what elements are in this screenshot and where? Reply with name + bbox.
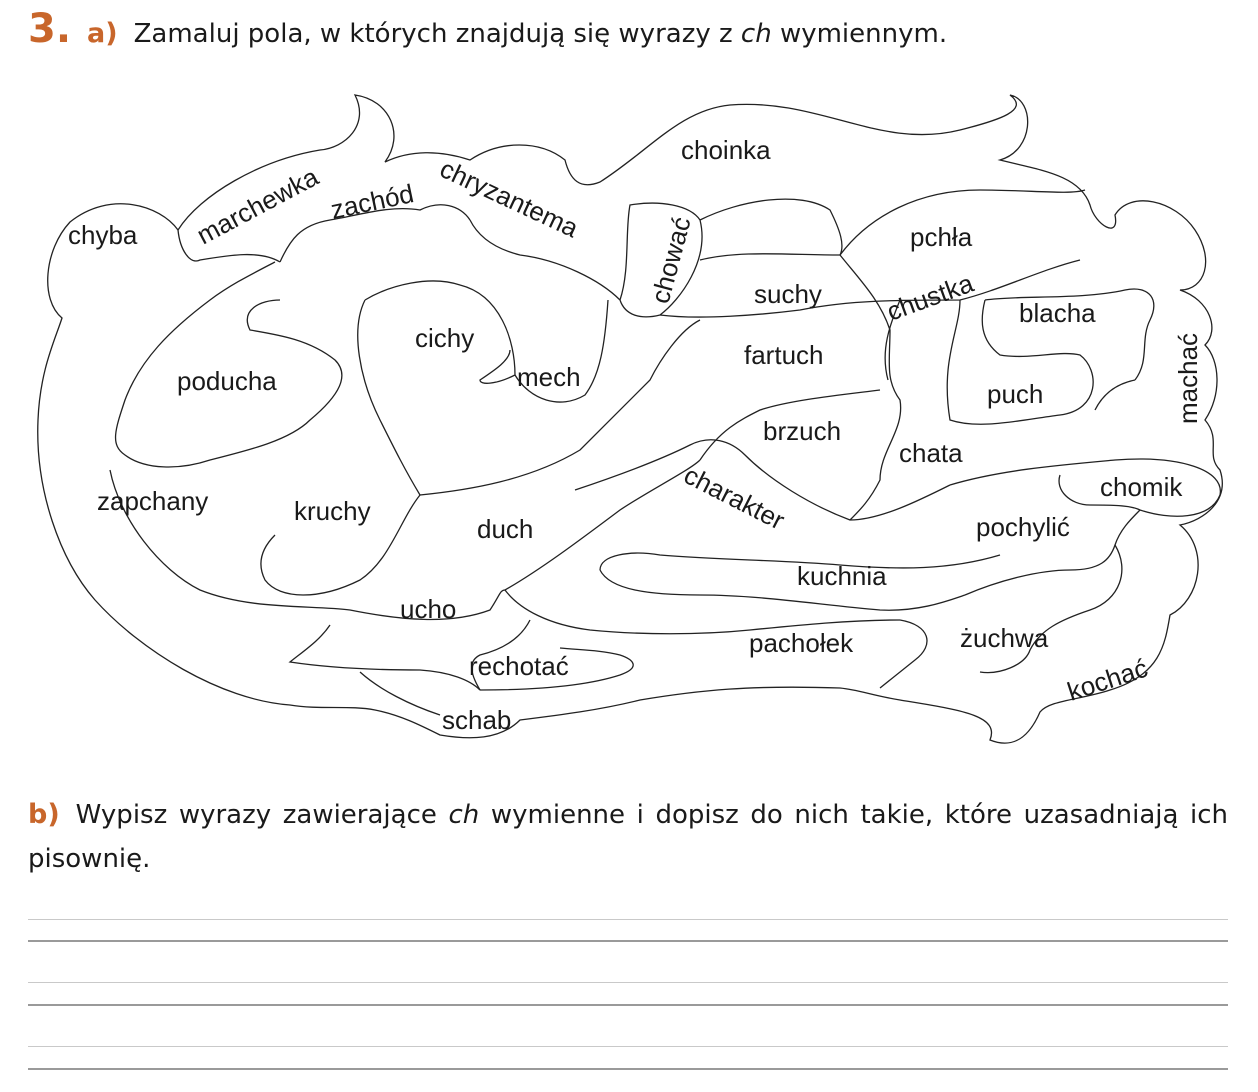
answer-line [28,1004,1228,1006]
word-chryzantema: chryzantema [435,153,583,243]
exercise-number-dot: . [55,6,72,52]
word-suchy: suchy [754,279,822,309]
word-choinka: choinka [681,135,771,165]
answer-line [28,940,1228,942]
word-kruchy: kruchy [294,496,371,526]
word-chowac: chować [645,214,697,307]
answer-line [28,919,1228,920]
word-kuchnia: kuchnia [797,561,887,591]
word-puch: puch [987,379,1043,409]
word-brzuch: brzuch [763,416,841,446]
word-pochylic: pochylić [976,512,1070,542]
word-blacha: blacha [1019,298,1096,328]
word-chata: chata [899,438,963,468]
word-puzzle: chyba marchewka zachód chryzantema choin… [37,94,1223,744]
answer-lines[interactable] [28,915,1228,1070]
word-pchla: pchła [910,222,973,252]
word-poducha: poducha [177,366,277,396]
word-marchewka: marchewka [192,161,324,250]
answer-line [28,982,1228,983]
word-machac: machać [1173,333,1203,424]
word-zuchwa: żuchwa [960,623,1049,653]
word-chyba: chyba [68,220,138,250]
answer-line [28,1046,1228,1047]
word-rechotac: rechotać [469,651,569,681]
word-cichy: cichy [415,323,474,353]
word-charakter: charakter [679,460,789,536]
answer-line [28,1068,1228,1070]
word-fartuch: fartuch [744,340,824,370]
word-zachod: zachód [328,178,416,225]
puzzle-outlines [37,94,1223,744]
puzzle-labels: chyba marchewka zachód chryzantema choin… [68,135,1203,735]
word-chustka: chustka [883,268,978,327]
part-a-label: a) [87,18,118,49]
word-kochac: kochać [1064,653,1152,707]
word-duch: duch [477,514,533,544]
exercise-number: 3 [28,6,56,52]
word-pacholek: pachołek [749,628,854,658]
word-ucho: ucho [400,594,456,624]
word-chomik: chomik [1100,472,1183,502]
part-a-instruction: Zamaluj pola, w których znajdują się wyr… [133,19,948,49]
word-mech: mech [517,362,581,392]
word-schab: schab [442,705,511,735]
part-b-instruction: b)Wypisz wyrazy zawierające ch wymienne … [28,799,1229,874]
part-b-label: b) [28,799,60,830]
word-zapchany: zapchany [97,486,208,516]
exercise-header: 3. a) Zamaluj pola, w których znajdują s… [28,6,947,56]
